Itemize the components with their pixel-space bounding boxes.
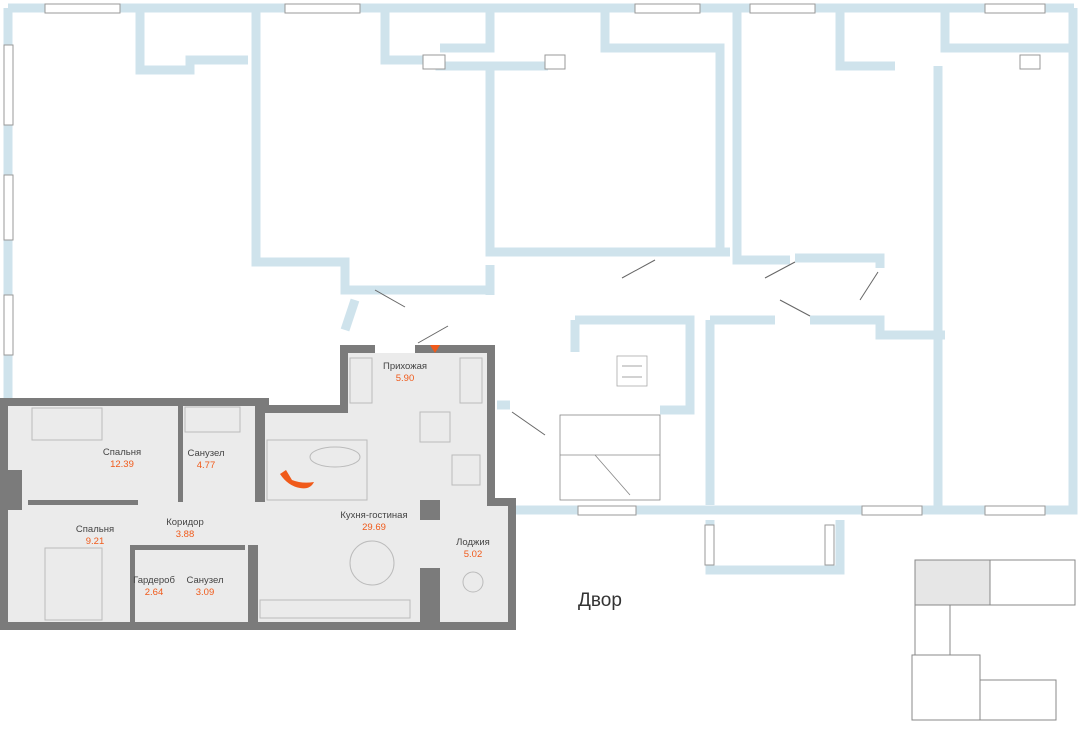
room-name: Кухня-гостиная	[340, 510, 408, 521]
room-area: 29.69	[362, 522, 386, 533]
room-name: Лоджия	[456, 537, 490, 548]
staircase	[559, 355, 661, 501]
room-area: 3.88	[175, 529, 195, 540]
room-area: 3.09	[195, 587, 215, 598]
minimap	[911, 559, 1076, 721]
entrance-arrow-icon	[430, 345, 440, 353]
door-swings	[374, 259, 879, 436]
room-area: 12.39	[110, 459, 134, 470]
room-name: Спальня	[102, 447, 142, 458]
room-area: 4.77	[196, 460, 216, 471]
cat-icon	[280, 470, 314, 489]
room-name: Прихожая	[382, 361, 428, 372]
room-area: 5.90	[395, 373, 415, 384]
room-area: 5.02	[463, 549, 483, 560]
building-walls	[3, 3, 1078, 575]
room-name: Коридор	[166, 517, 204, 528]
apartment	[0, 325, 516, 630]
room-name: Гардероб	[133, 575, 175, 586]
windows	[3, 3, 1046, 566]
room-name: Санузел	[186, 575, 224, 586]
room-area: 9.21	[85, 536, 105, 547]
furniture	[31, 357, 484, 621]
room-name: Спальня	[75, 524, 115, 535]
room-area: 2.64	[144, 587, 164, 598]
room-name: Санузел	[187, 448, 225, 459]
yard-label: Двор	[578, 590, 622, 611]
